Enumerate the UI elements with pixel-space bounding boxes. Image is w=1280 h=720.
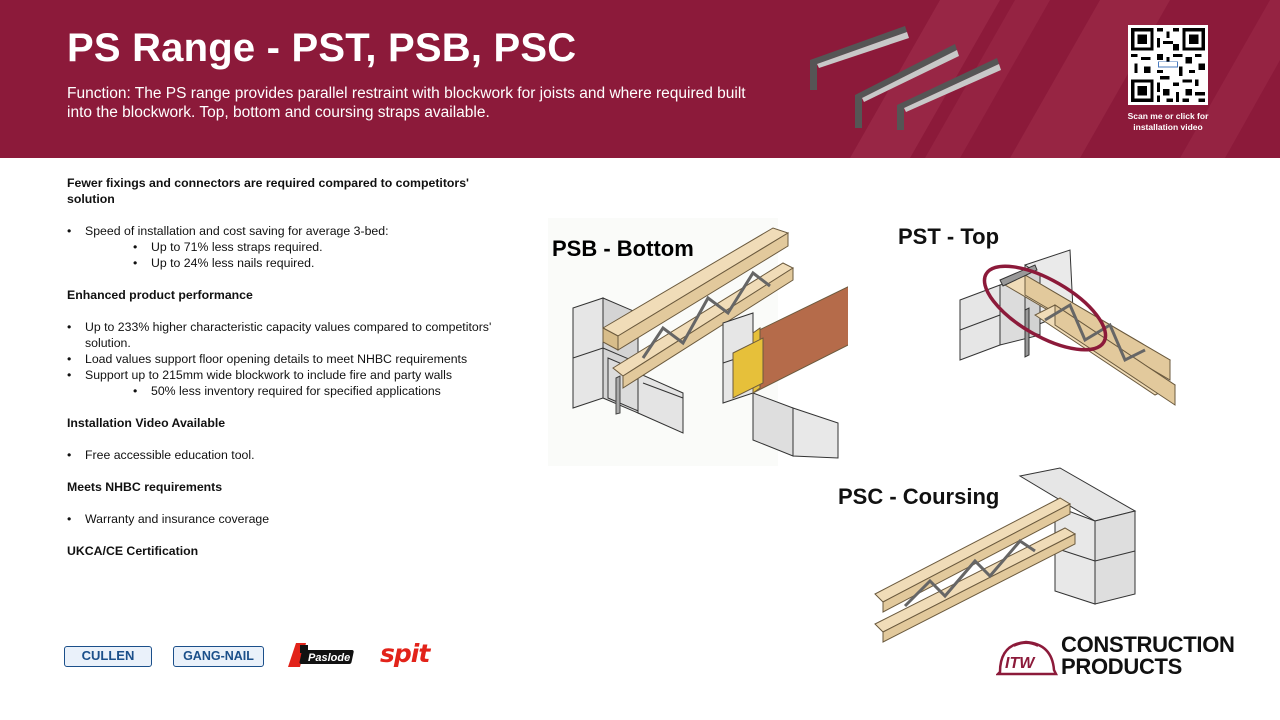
psc-label: PSC - Coursing [838,484,999,509]
bullet-education-tool: Free accessible education tool. [67,447,497,463]
heading-certification: UKCA/CE Certification [67,544,199,558]
function-description: Function: The PS range provides parallel… [67,85,746,121]
heading-fewer-fixings: Fewer fixings and connectors are require… [67,176,469,206]
bullet-blockwork: Support up to 215mm wide blockwork to in… [67,367,497,399]
paslode-logo-text: Paslode [308,652,350,664]
cullen-logo: CULLEN [64,646,152,667]
strap-product-image [810,26,1001,130]
psb-label: PSB - Bottom [552,236,694,261]
itw-hardhat-logo: ITW [996,640,1058,676]
bullet-load-values: Load values support floor opening detail… [67,351,497,367]
gang-nail-logo: GANG-NAIL [173,646,264,667]
sub-bullet-inventory: 50% less inventory required for specifie… [133,383,497,399]
bullet-warranty: Warranty and insurance coverage [67,511,497,527]
header-stripes-decoration [850,0,1280,158]
paslode-logo: Paslode [288,643,354,667]
psc-coursing-diagram: PSC - Coursing [838,467,1137,643]
bullet-capacity: Up to 233% higher characteristic capacit… [67,319,497,351]
page-title: PS Range - PST, PSB, PSC [67,26,577,70]
gang-nail-logo-text: GANG-NAIL [183,649,254,663]
construction-products-wordmark: CONSTRUCTION PRODUCTS [1061,632,1235,679]
itw-logo-text: ITW [1005,655,1036,672]
spit-logo: spit [380,640,430,668]
spit-logo-text: spit [380,639,430,668]
qr-caption: Scan me or click for installation video [1127,111,1209,132]
pst-label: PST - Top [898,224,999,249]
sub-bullet-nails: Up to 24% less nails required. [133,255,497,271]
feature-list: Fewer fixings and connectors are require… [67,175,497,559]
heading-nhbc: Meets NHBC requirements [67,480,223,494]
cullen-logo-text: CULLEN [81,648,135,663]
sub-bullet-straps: Up to 71% less straps required. [133,239,497,255]
psb-bottom-diagram: PSB - Bottom [548,218,848,466]
qr-code[interactable] [1128,25,1208,105]
heading-installation-video: Installation Video Available [67,416,226,430]
qr-code-icon [1128,25,1208,105]
header-banner: PS Range - PST, PSB, PSC Function: The P… [0,0,1280,158]
pst-top-diagram: PST - Top [898,224,1176,406]
heading-enhanced-performance: Enhanced product performance [67,288,253,302]
bullet-speed-installation: Speed of installation and cost saving fo… [67,223,497,271]
